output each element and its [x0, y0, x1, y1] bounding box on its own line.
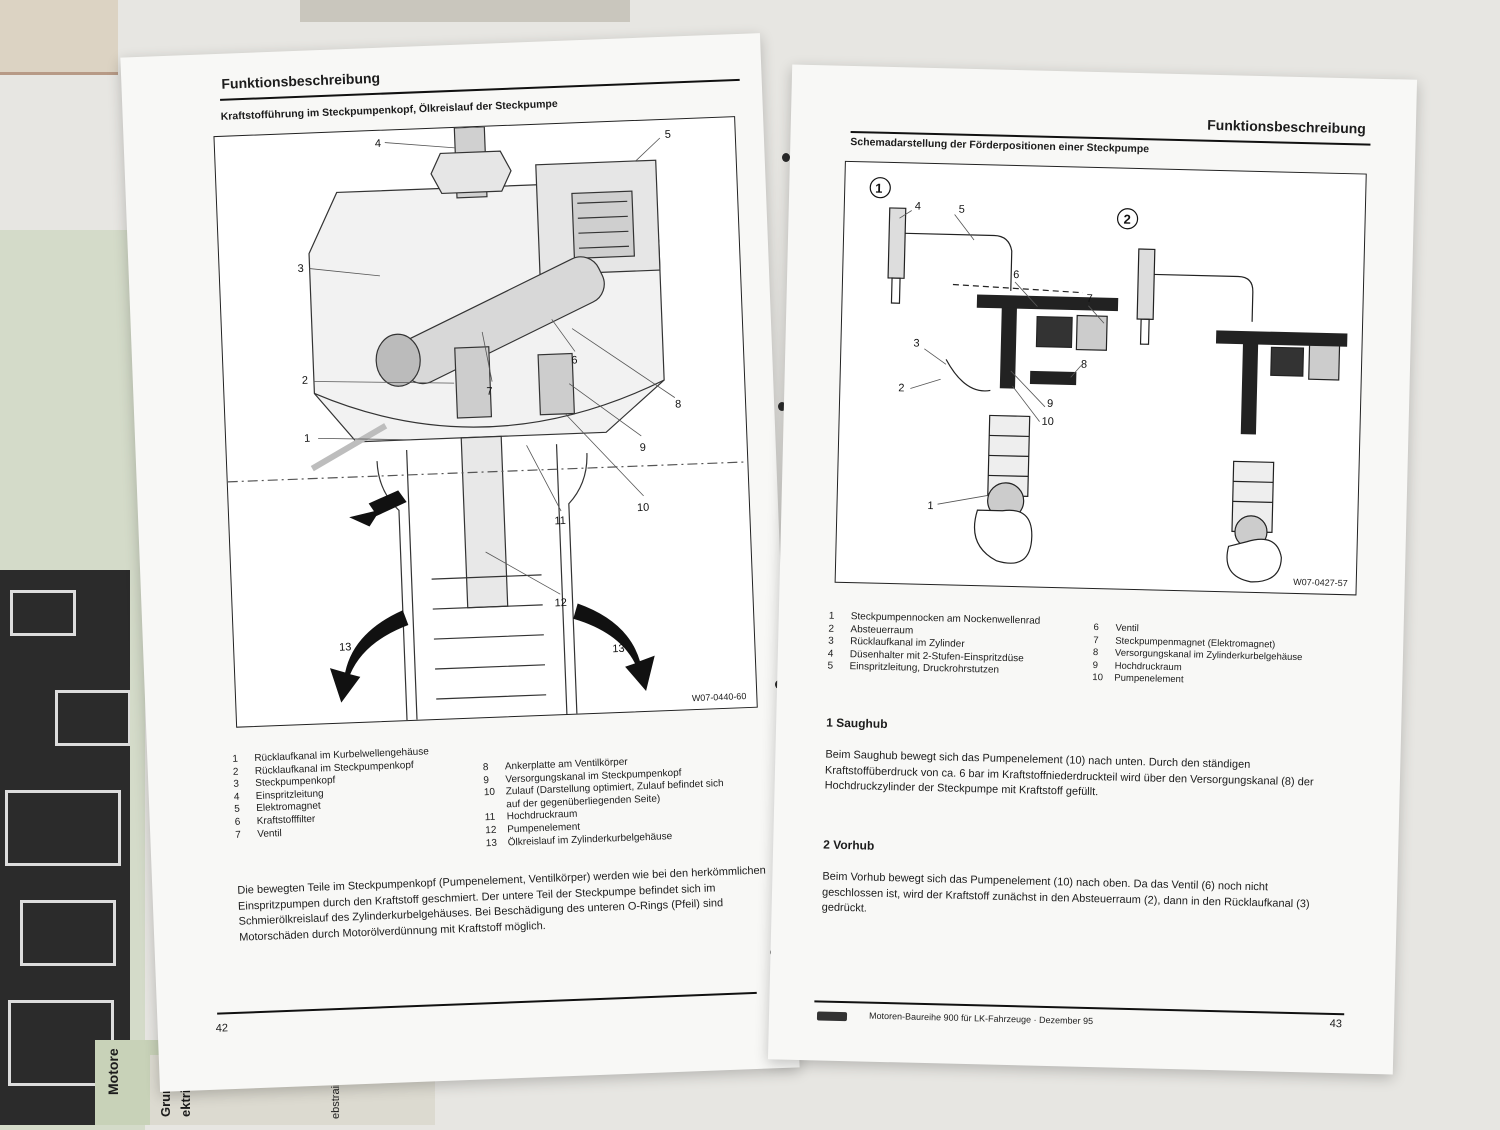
logo-icon: [816, 1011, 848, 1022]
callout-8: 8: [675, 398, 682, 410]
callout-1: 1: [927, 500, 933, 512]
callout-11: 11: [554, 515, 566, 527]
page-number: 43: [1329, 1017, 1343, 1031]
callout-7: 7: [1086, 293, 1092, 305]
callout-13-right: 13: [612, 643, 625, 655]
callout-10: 10: [1041, 416, 1054, 428]
figure-code: W07-0427-57: [1293, 576, 1348, 589]
spine-text-4: ebstrain: [330, 1079, 342, 1119]
section-title-vorhub: 2 Vorhub: [823, 837, 875, 853]
schematic-drawing: ① ② 1 2 4 5 6 7 3 2 8 9 10 1: [869, 177, 1348, 583]
figure-code: W07-0440-60: [691, 691, 747, 704]
callout-8: 8: [1081, 359, 1087, 371]
top-box: [300, 0, 630, 22]
position-number-2: 2: [1123, 212, 1131, 227]
callout-9: 9: [1047, 398, 1053, 410]
section-title-saughub: 1 Saughub: [826, 715, 888, 732]
callout-1: 1: [304, 433, 311, 445]
callout-5: 5: [665, 129, 672, 141]
top-left-book: [0, 0, 118, 75]
right-page: Funktionsbeschreibung Schemadarstellung …: [767, 64, 1418, 1075]
page-number: 42: [215, 1022, 229, 1035]
section-body-vorhub: Beim Vorhub bewegt sich das Pumpenelemen…: [821, 870, 1310, 915]
delivery-positions-schematic: ① ② 1 2 4 5 6 7 3 2 8 9 10 1 W07-0427-57: [834, 160, 1367, 596]
callout-2: 2: [302, 375, 309, 387]
callout-12: 12: [554, 597, 567, 609]
binder-hole: [782, 153, 790, 162]
spine-text-1: Motore: [105, 1048, 121, 1095]
left-dark-panel: [0, 570, 130, 1125]
section-body-saughub: Beim Saughub bewegt sich das Pumpeneleme…: [824, 748, 1314, 799]
pump-head-illustration: 4 5 3 2 1 7 6 8 9 10 11 12 13 13 W07-044…: [213, 116, 758, 728]
callout-4: 4: [915, 201, 921, 213]
left-page: Funktionsbeschreibung Kraftstofführung i…: [120, 33, 800, 1092]
callout-10: 10: [637, 502, 650, 514]
callout-3: 3: [297, 263, 304, 275]
pump-head-drawing: 4 5 3 2 1 7 6 8 9 10 11 12 13 13: [227, 126, 748, 721]
page-header: Funktionsbeschreibung: [221, 69, 381, 92]
callout-6: 6: [1013, 269, 1019, 281]
callout-2: 2: [898, 382, 904, 394]
footer-rule: [217, 991, 757, 1015]
callout-5: 5: [959, 204, 965, 216]
callout-4: 4: [375, 138, 382, 150]
footer-text: Motoren-Baureihe 900 für LK-Fahrzeuge · …: [868, 1010, 1094, 1027]
callout-6: 6: [571, 354, 578, 366]
body-paragraph: Die bewegten Teile im Steckpumpenkopf (P…: [237, 864, 766, 944]
binder-hole: [778, 402, 786, 411]
position-number-1: 1: [875, 181, 883, 196]
callout-3: 3: [913, 338, 919, 350]
figure-subtitle: Kraftstofführung im Steckpumpenkopf, Ölk…: [220, 97, 558, 123]
callout-7: 7: [486, 386, 493, 398]
callout-9: 9: [640, 442, 647, 454]
page-header: Funktionsbeschreibung: [1207, 116, 1367, 137]
callout-13-left: 13: [339, 641, 352, 653]
